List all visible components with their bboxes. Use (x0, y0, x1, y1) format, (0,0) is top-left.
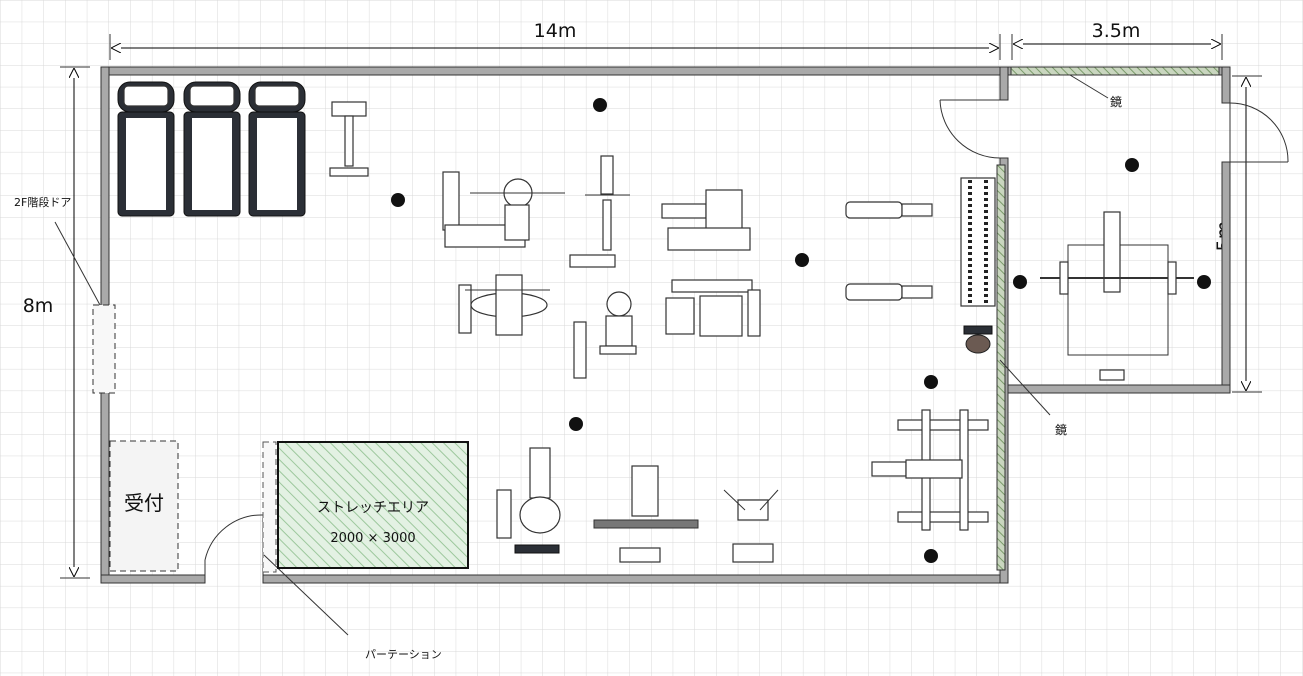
person-icon (924, 549, 938, 563)
treadmill (248, 81, 306, 217)
stretch-area-size: 2000 × 3000 (330, 531, 415, 546)
stretch-area-label: ストレッチエリア (317, 500, 429, 516)
lat-pulldown-machine (569, 155, 630, 268)
reception-area (109, 440, 179, 572)
person-icon (795, 253, 809, 267)
bench (845, 283, 933, 301)
mirror-right-label: 鏡 (1055, 422, 1067, 437)
stair-door-leader (54, 221, 101, 306)
stretch-area (277, 441, 469, 569)
person-icon (1013, 275, 1027, 289)
reception-label: 受付 (124, 491, 164, 515)
stair-door-label: 2F階段ドア (14, 195, 71, 209)
mirror-top-label: 鏡 (1110, 94, 1122, 109)
seated-row-machine (593, 465, 699, 563)
smith-machine (1040, 211, 1194, 381)
shoulder-press-machine (458, 274, 550, 336)
treadmill (183, 81, 241, 217)
partition (262, 441, 277, 573)
dumbbell-rack (960, 177, 996, 307)
person-icon (569, 417, 583, 431)
treadmill (117, 81, 175, 217)
leg-press-machine (661, 189, 751, 251)
person-icon (924, 375, 938, 389)
power-rack (871, 409, 989, 531)
leg-extension-machine (665, 279, 761, 337)
width-annex-label: 3.5m (1092, 20, 1141, 42)
person-icon (593, 98, 607, 112)
partition-label: パーテーション (365, 648, 442, 661)
door-main[interactable] (939, 99, 1001, 159)
chest-press-machine (442, 171, 565, 248)
bench (845, 201, 933, 219)
width-main-label: 14m (534, 20, 577, 42)
people (391, 98, 1211, 563)
person-icon (1197, 275, 1211, 289)
mirror-top (1010, 66, 1220, 76)
dimension-width-annex: 3.5m (1011, 20, 1223, 60)
kettlebell (963, 325, 993, 354)
person-icon (391, 193, 405, 207)
ab-machine (573, 291, 637, 379)
hip-abduction-machine (723, 489, 779, 563)
height-main-label: 8m (23, 295, 54, 317)
person-icon (1125, 158, 1139, 172)
mirror-right (996, 164, 1006, 571)
dimension-width-main: 14m (109, 20, 1001, 60)
dimension-height-main: 8m (23, 66, 90, 579)
stair-door[interactable] (92, 304, 116, 394)
door-annex[interactable] (1229, 102, 1289, 163)
exercise-bike (329, 101, 369, 177)
cable-machine (496, 447, 561, 554)
